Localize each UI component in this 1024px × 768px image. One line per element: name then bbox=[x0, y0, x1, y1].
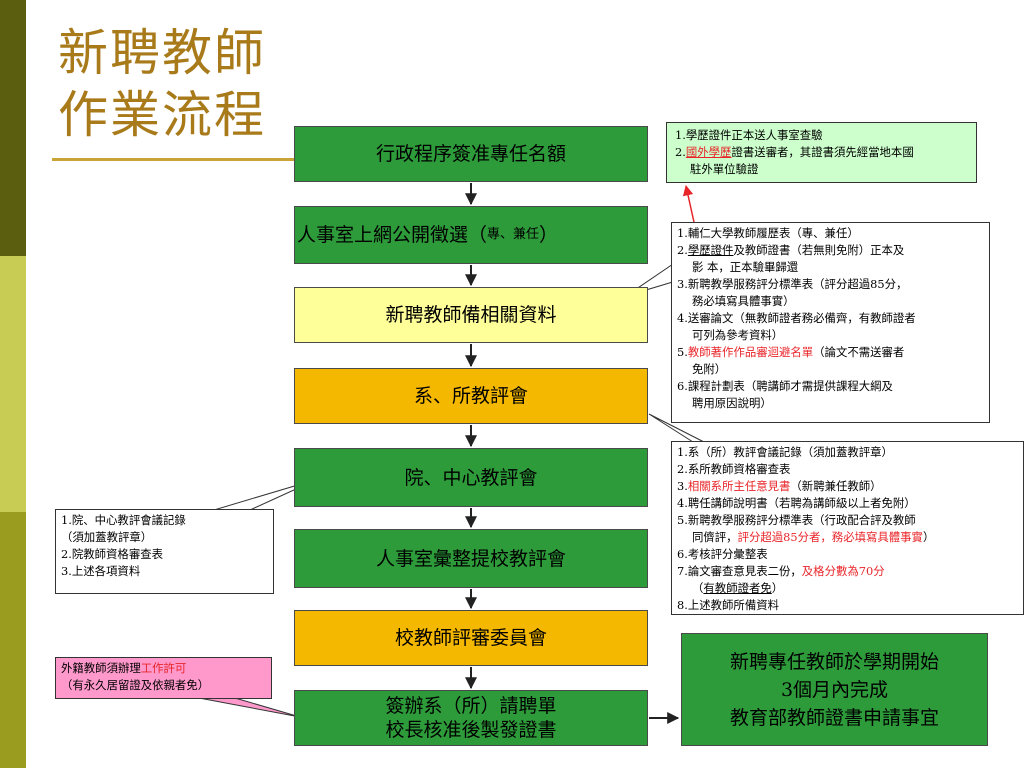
note3-num: 3. bbox=[677, 479, 688, 493]
note-department-review-documents: 1.系（所）教評會議記錄（須加蓋教評章） 2.系所教師資格審查表 3.相關系所主… bbox=[671, 441, 1024, 615]
final-line-2: 3個月內完成 bbox=[780, 678, 889, 701]
final-line-1: 新聘專任教師於學期開始 bbox=[729, 650, 939, 673]
sidebar-stripe-top bbox=[0, 0, 26, 256]
step-department-committee: 系、所教評會 bbox=[294, 368, 648, 424]
note5-work-permit: 工作許可 bbox=[140, 661, 187, 675]
note3-line: 1.系（所）教評會議記錄（須加蓋教評章） bbox=[677, 445, 893, 459]
note5-line: 外籍教師須辦理工作許可 bbox=[61, 660, 266, 677]
step-admin-approval: 行政程序簽准專任名額 bbox=[294, 126, 648, 182]
step-prepare-documents: 新聘教師備相關資料 bbox=[294, 287, 648, 343]
note2-line: 影 本，正本驗畢歸還 bbox=[692, 260, 799, 274]
note2-line: 免附） bbox=[692, 362, 727, 376]
note3-score-requirement: 評分超過85分者，務必填寫具體事實 bbox=[737, 530, 923, 544]
note1-line: 2.國外學歷證書送審者，其證書須先經當地本國 bbox=[675, 144, 968, 161]
note2-line: 3.新聘教學服務評分標準表（評分超過85分， bbox=[677, 277, 908, 291]
note2-num: 2. bbox=[677, 243, 688, 257]
note3-line: 4.聘任講師說明書（若聘為講師級以上者免附） bbox=[677, 496, 916, 510]
note-foreign-teacher-permit: 外籍教師須辦理工作許可 （有永久居留證及依親者免） bbox=[55, 657, 272, 699]
note-college-review-documents: 1.院、中心教評會議記錄 （須加蓋教評章） 2.院教師資格審查表 3.上述各項資… bbox=[55, 509, 274, 594]
note3-line: 6.考核評分彙整表 bbox=[677, 547, 768, 561]
step-hr-recruitment-text: 人事室上網公開徵選（ bbox=[297, 224, 488, 246]
note2-text: （論文不需送審者 bbox=[813, 345, 905, 359]
callout-pointer-note5 bbox=[198, 697, 301, 718]
final-line-3: 教育部教師證書申請事宜 bbox=[729, 706, 939, 729]
note4-line: 1.院、中心教評會議記錄 bbox=[61, 513, 186, 527]
note3-line: 3.相關系所主任意見書（新聘兼任教師） bbox=[677, 478, 1018, 495]
note4-line: 2.院教師資格審查表 bbox=[61, 547, 163, 561]
note3-text: ） bbox=[771, 581, 784, 595]
note3-chair-opinion: 相關系所主任意見書 bbox=[687, 479, 791, 493]
note1-text: 證書送審者，其證書須先經當地本國 bbox=[731, 145, 914, 159]
note2-line: 5.教師著作作品審迴避名單（論文不需送審者 bbox=[677, 344, 984, 361]
step-hr-compile: 人事室彙整提校教評會 bbox=[294, 529, 648, 588]
note1-foreign-degree: 國外學歷 bbox=[685, 145, 732, 159]
callout-pointer-note3 bbox=[648, 413, 705, 443]
note3-line: 同儕評，評分超過85分者，務必填寫具體事實） bbox=[677, 529, 1018, 546]
step-university-committee: 校教師評審委員會 bbox=[294, 610, 648, 666]
final-certificate-box: 新聘專任教師於學期開始 3個月內完成 教育部教師證書申請事宜 bbox=[681, 633, 988, 746]
note3-text: （新聘兼任教師） bbox=[790, 479, 882, 493]
note5-line: （有永久居留證及依親者免） bbox=[61, 678, 210, 692]
note3-line: （有教師證者免） bbox=[677, 580, 1018, 597]
note-degree-verification: 1.學歷證件正本送人事室查驗 2.國外學歷證書送審者，其證書須先經當地本國 駐外… bbox=[666, 122, 977, 183]
note5-text: 外籍教師須辦理 bbox=[61, 661, 141, 675]
sidebar-stripe-bottom bbox=[0, 512, 26, 768]
note3-line: 7.論文審查意見表二份，及格分數為70分 bbox=[677, 563, 1018, 580]
note1-line: 1.學歷證件正本送人事室查驗 bbox=[675, 128, 823, 142]
note2-num: 5. bbox=[677, 345, 688, 359]
note1-line: 駐外單位驗證 bbox=[690, 162, 759, 176]
note2-line: 可列為參考資料） bbox=[692, 328, 784, 342]
note4-line: 3.上述各項資料 bbox=[61, 564, 141, 578]
note4-line: （須加蓋教評章） bbox=[61, 530, 153, 544]
step-college-committee: 院、中心教評會 bbox=[294, 448, 648, 507]
note2-line: 聘用原因說明） bbox=[692, 396, 772, 410]
step-hr-recruitment-type: 專、兼任 bbox=[487, 227, 540, 242]
note3-passing-score: 及格分數為70分 bbox=[801, 564, 885, 578]
title-line-1: 新聘教師 bbox=[58, 24, 266, 82]
note2-line: 務必填寫具體事實） bbox=[692, 294, 795, 308]
note3-line: 2.系所教師資格審查表 bbox=[677, 462, 791, 476]
note3-text: ） bbox=[922, 530, 935, 544]
note3-text: （ bbox=[692, 581, 704, 595]
note3-text: 7.論文審查意見表二份， bbox=[677, 564, 802, 578]
note2-line: 6.課程計劃表（聘講師才需提供課程大綱及 bbox=[677, 379, 893, 393]
note3-line: 5.新聘教學服務評分標準表（行政配合評及教師 bbox=[677, 513, 916, 527]
note3-line: 8.上述教師所備資料 bbox=[677, 598, 779, 612]
page-title: 新聘教師 作業流程 bbox=[58, 22, 298, 146]
title-underline bbox=[52, 158, 297, 161]
step-hr-recruitment-close: ） bbox=[539, 224, 559, 246]
note2-line: 2.學歷證件及教師證書（若無則免附）正本及 bbox=[677, 242, 984, 259]
note2-avoidance-list: 教師著作作品審迴避名單 bbox=[687, 345, 814, 359]
title-line-2: 作業流程 bbox=[58, 86, 266, 144]
step-hr-recruitment: 人事室上網公開徵選（專、兼任） bbox=[294, 206, 648, 264]
sidebar-stripe-middle bbox=[0, 256, 26, 512]
note-required-documents: 1.輔仁大學教師履歷表（專、兼任） 2.學歷證件及教師證書（若無則免附）正本及 … bbox=[671, 222, 990, 423]
note2-text: 及教師證書（若無則免附）正本及 bbox=[733, 243, 905, 257]
note1-num: 2. bbox=[675, 145, 686, 159]
note2-line: 1.輔仁大學教師履歷表（專、兼任） bbox=[677, 226, 859, 240]
note3-text: 同儕評， bbox=[692, 530, 738, 544]
note3-exemption: 有教師證者免 bbox=[703, 581, 772, 595]
note2-degree-docs: 學歷證件 bbox=[687, 243, 734, 257]
step-appointment-certificate: 簽辦系（所）請聘單 校長核准後製發證書 bbox=[294, 690, 648, 746]
note2-line: 4.送審論文（無教師證者務必備齊，有教師證者 bbox=[677, 311, 916, 325]
